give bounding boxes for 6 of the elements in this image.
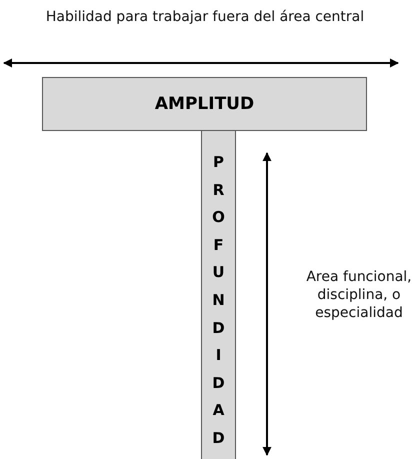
depth-bar [201, 130, 236, 459]
bar-label: AMPLITUD [154, 94, 254, 114]
depth-description: Area funcional, disciplina, o especialidad [305, 268, 413, 322]
breadth-description: Habilidad para trabajar fuera del área central [44, 8, 366, 26]
breadth-bar [42, 77, 367, 131]
vertical-label: PROFUNDIDAD [211, 152, 226, 449]
